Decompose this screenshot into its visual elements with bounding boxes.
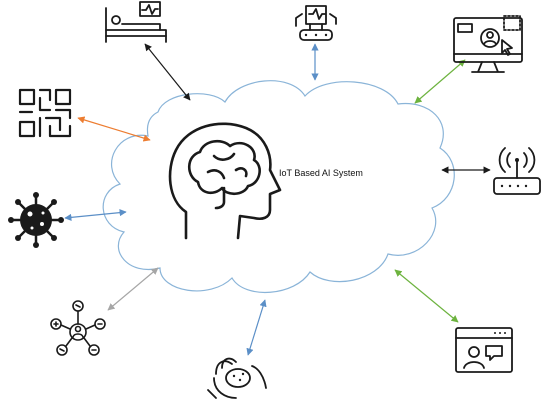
virus-icon xyxy=(8,192,64,248)
medical-robot-icon xyxy=(295,5,337,41)
connector-video-consultation xyxy=(394,269,459,323)
connector-telemedicine-monitor xyxy=(414,59,466,104)
wifi-router-icon xyxy=(493,147,541,195)
connector-hospital-bed xyxy=(144,43,191,101)
connector-qr-code xyxy=(77,116,151,142)
brain-head-icon xyxy=(168,122,282,240)
hospital-bed-patient-icon xyxy=(105,1,167,43)
qr-code-icon xyxy=(18,88,72,138)
connector-virus xyxy=(64,209,127,221)
healthcare-network-icon xyxy=(50,300,106,356)
connector-healthcare-network xyxy=(107,267,159,311)
video-consultation-window-icon xyxy=(455,327,513,373)
hand-holding-pill-icon xyxy=(207,357,267,399)
system-label: IoT Based AI System xyxy=(279,168,363,178)
connector-hand-pill xyxy=(246,299,267,356)
telemedicine-monitor-icon xyxy=(453,15,523,73)
